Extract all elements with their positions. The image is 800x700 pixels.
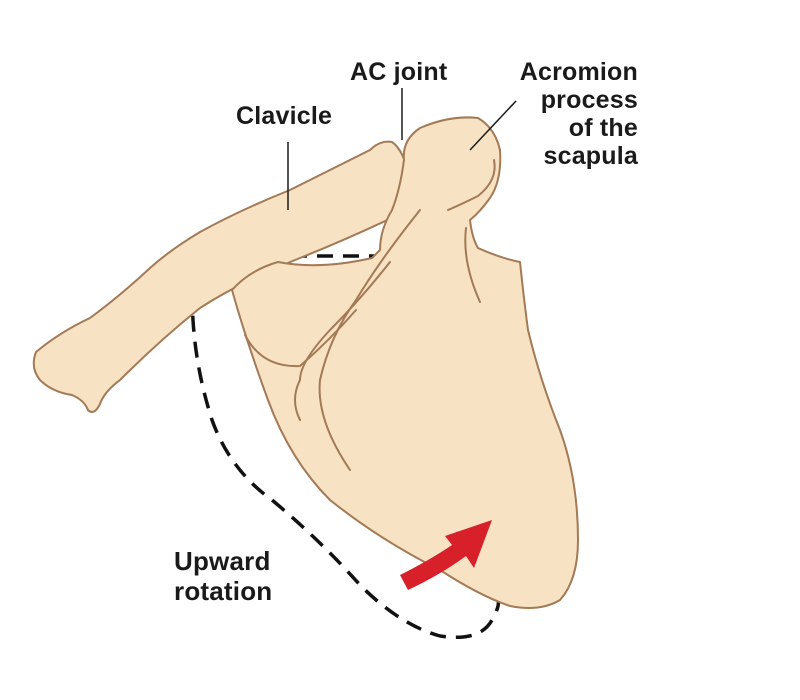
previous-position-dashed-outline bbox=[190, 235, 501, 639]
ac-joint-label: AC joint bbox=[350, 58, 448, 86]
acromion-leader-line bbox=[469, 100, 517, 151]
scapula-bone bbox=[231, 116, 579, 609]
infraspinous-fossa-contour bbox=[318, 209, 421, 471]
acromion-label-line2: process bbox=[540, 86, 638, 114]
spine-edge-contour bbox=[464, 227, 481, 303]
clavicle-label: Clavicle bbox=[236, 102, 333, 130]
acromion-label: Acromion process of the scapula bbox=[486, 58, 638, 170]
acromion-contour bbox=[447, 159, 496, 211]
upward-rotation-label-line1: Upward bbox=[174, 546, 271, 576]
upward-rotation-label: Upward rotation bbox=[174, 546, 272, 606]
scapular-spine-contour bbox=[294, 261, 391, 421]
upward-rotation-arrow bbox=[400, 520, 492, 590]
acromion-label-line1: Acromion bbox=[519, 58, 638, 86]
upward-rotation-label-line2: rotation bbox=[174, 576, 273, 606]
acromion-label-line3: of the bbox=[568, 114, 638, 142]
acromion-label-line4: scapula bbox=[543, 142, 638, 170]
